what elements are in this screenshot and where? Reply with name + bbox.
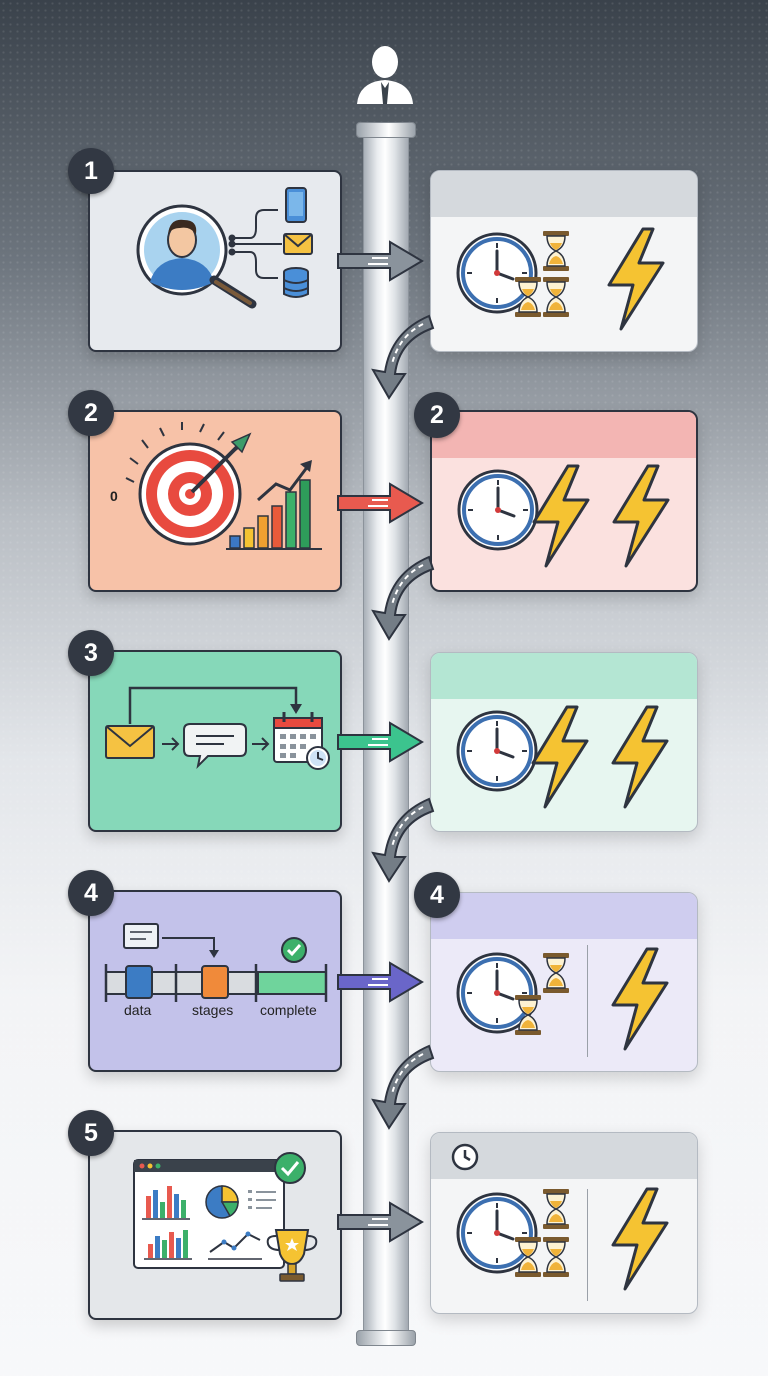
clock-icon xyxy=(457,469,539,551)
panel-divider xyxy=(587,1189,588,1301)
pipe-top-cap xyxy=(356,122,416,138)
step-card-4: data stages complete xyxy=(88,890,342,1072)
hourglass-icon xyxy=(515,1237,541,1277)
hourglass-icon xyxy=(543,953,569,993)
curved-flow-arrow-3 xyxy=(371,797,435,883)
connector-arrow-4 xyxy=(337,961,424,1003)
clock-icon xyxy=(456,232,538,314)
step-badge-5: 5 xyxy=(68,1110,114,1156)
step-badge-3: 3 xyxy=(68,630,114,676)
hourglass-icon xyxy=(543,231,569,271)
stage-label-complete: complete xyxy=(260,1002,317,1018)
step-badge-4: 4 xyxy=(68,870,114,916)
pipeline-stages-icon xyxy=(104,923,328,1002)
lightning-bolt-icon xyxy=(612,464,670,568)
hourglass-icon xyxy=(543,1189,569,1229)
connector-arrow-1 xyxy=(337,240,424,282)
stage-label-stages: stages xyxy=(192,1002,234,1018)
step-card-1 xyxy=(88,170,342,352)
panel-divider xyxy=(587,945,588,1057)
panel-badge-4: 4 xyxy=(414,872,460,918)
step-card-2: 0 xyxy=(88,410,342,592)
result-panel-2 xyxy=(430,410,698,592)
step-badge-1: 1 xyxy=(68,148,114,194)
hourglass-icon xyxy=(543,1237,569,1277)
result-panel-3 xyxy=(430,652,698,832)
clock-icon xyxy=(456,952,538,1034)
stage-label-data: data xyxy=(124,1002,152,1018)
gauge-zero-label: 0 xyxy=(110,488,118,504)
lightning-bolt-icon xyxy=(611,947,669,1051)
curved-flow-arrow-2 xyxy=(371,555,435,641)
clock-icon xyxy=(456,1192,538,1274)
result-panel-1 xyxy=(430,170,698,352)
curved-flow-arrow-1 xyxy=(371,314,435,400)
hourglass-icon xyxy=(515,995,541,1035)
user-search-icon xyxy=(136,187,313,309)
curved-flow-arrow-4 xyxy=(371,1044,435,1130)
workflow-icon xyxy=(105,686,330,770)
target-icon xyxy=(125,422,322,550)
panel-badge-2: 2 xyxy=(414,392,460,438)
lightning-bolt-icon xyxy=(532,464,590,568)
result-panel-5 xyxy=(430,1132,698,1314)
step-badge-2: 2 xyxy=(68,390,114,436)
pipe-bottom-cap xyxy=(356,1330,416,1346)
result-panel-4 xyxy=(430,892,698,1072)
lightning-bolt-icon xyxy=(611,705,669,809)
dashboard-trophy-icon xyxy=(133,1152,318,1282)
step-card-5 xyxy=(88,1130,342,1320)
step-card-3 xyxy=(88,650,342,832)
connector-arrow-3 xyxy=(337,721,424,763)
lightning-bolt-icon xyxy=(607,227,665,331)
lightning-bolt-icon xyxy=(531,705,589,809)
lightning-bolt-icon xyxy=(611,1187,669,1291)
hourglass-icon xyxy=(515,277,541,317)
clock-icon xyxy=(456,710,538,792)
hourglass-icon xyxy=(543,277,569,317)
connector-arrow-2 xyxy=(337,482,424,524)
small-clock-icon xyxy=(451,1143,479,1171)
connector-arrow-5 xyxy=(337,1201,424,1243)
user-icon xyxy=(357,46,413,104)
